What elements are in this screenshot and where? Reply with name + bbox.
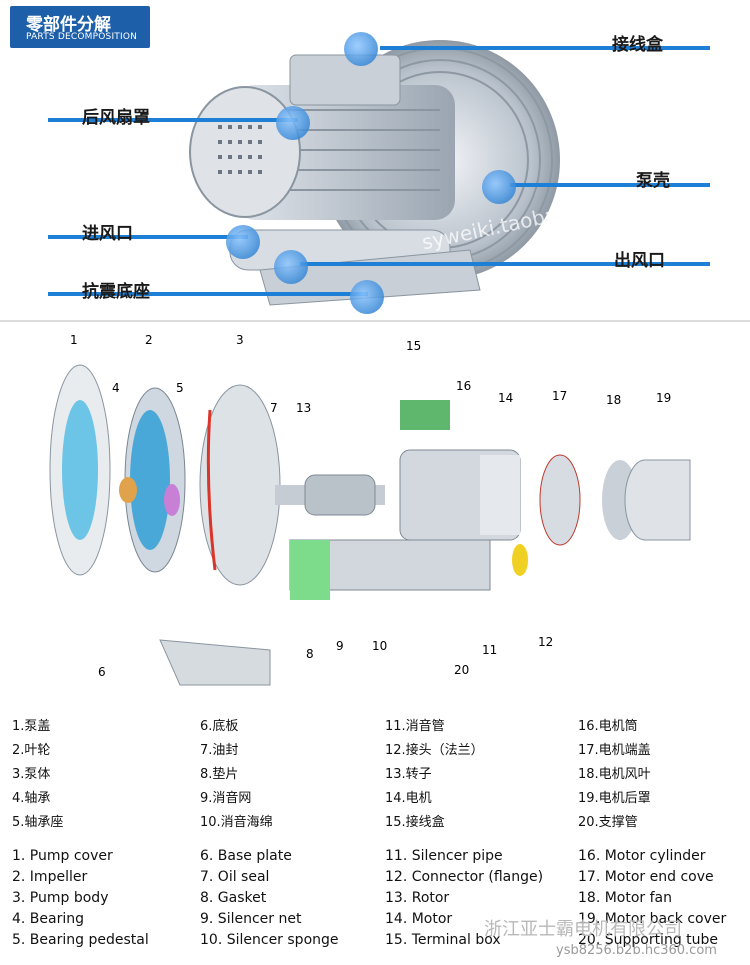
list-item: 8. Gasket [200, 890, 267, 906]
list-item: 7. Oil seal [200, 869, 270, 885]
callout-line-pump-housing [510, 183, 710, 187]
hero-product-image: 零部件分解 PARTS DECOMPOSITION 后风扇罩 进风口 抗震底座 … [0, 0, 750, 320]
list-item: 8.垫片 [200, 767, 239, 782]
list-item: 16.电机筒 [578, 719, 638, 734]
list-item: 3.泵体 [12, 767, 51, 782]
list-item: 16. Motor cylinder [578, 848, 706, 864]
callout-line-air-outlet [300, 262, 710, 266]
callout-line-rear-fan-cover [48, 118, 298, 122]
list-item: 18.电机风叶 [578, 767, 651, 782]
list-item: 4.轴承 [12, 791, 51, 806]
diagram-number: 8 [306, 647, 314, 661]
list-item: 18. Motor fan [578, 890, 673, 906]
list-item: 11. Silencer pipe [385, 848, 503, 864]
list-item: 6. Base plate [200, 848, 292, 864]
diagram-number: 15 [406, 339, 421, 353]
diagram-number: 14 [498, 391, 513, 405]
diagram-number: 19 [656, 391, 671, 405]
diagram-number: 17 [552, 389, 567, 403]
badge-title-cn: 零部件分解 [26, 15, 111, 35]
list-item: 17. Motor end cove [578, 869, 714, 885]
callout-dot [276, 106, 310, 140]
diagram-number: 4 [112, 381, 120, 395]
callout-dot [226, 225, 260, 259]
list-item: 14.电机 [385, 791, 432, 806]
list-item: 6.底板 [200, 719, 239, 734]
diagram-number: 6 [98, 665, 106, 679]
diagram-number: 5 [176, 381, 184, 395]
list-item: 4. Bearing [12, 911, 85, 927]
callout-junction-box: 接线盒 [612, 35, 663, 55]
list-item: 10. Silencer sponge [200, 932, 339, 948]
diagram-number: 12 [538, 635, 553, 649]
list-item: 19.电机后罩 [578, 791, 651, 806]
list-item: 19. Motor back cover [578, 911, 727, 927]
diagram-number: 18 [606, 393, 621, 407]
callout-dot [482, 170, 516, 204]
diagram-number: 3 [236, 333, 244, 347]
diagram-number: 2 [145, 333, 153, 347]
list-item: 10.消音海绵 [200, 815, 273, 830]
diagram-number: 11 [482, 643, 497, 657]
callout-shock-base: 抗震底座 [82, 282, 150, 302]
company-name: 浙江亚士霸电机有限公司 [484, 919, 682, 940]
list-item: 17.电机端盖 [578, 743, 651, 758]
callout-pump-housing: 泵壳 [636, 171, 670, 191]
callout-air-outlet: 出风口 [614, 251, 665, 271]
diagram-number-labels: 1 2 3 4 5 6 7 8 9 10 11 12 13 14 15 16 1… [70, 333, 671, 679]
list-item: 15.接线盒 [385, 815, 445, 830]
list-item: 2. Impeller [12, 869, 88, 885]
callout-air-inlet: 进风口 [82, 224, 133, 244]
footer-watermark: ysb8256.b2b.hc360.com [556, 943, 717, 958]
section-divider [0, 320, 750, 322]
callout-rear-fan-cover: 后风扇罩 [82, 108, 150, 128]
list-item: 20.支撑管 [578, 815, 638, 830]
list-item: 9. Silencer net [200, 911, 302, 927]
diagram-number: 20 [454, 663, 469, 677]
list-item: 14. Motor [385, 911, 453, 927]
list-item: 13.转子 [385, 767, 432, 782]
list-item: 1.泵盖 [12, 719, 51, 734]
list-item: 7.油封 [200, 743, 239, 758]
list-item: 20. Supporting tube [578, 932, 719, 948]
list-item: 15. Terminal box [385, 932, 501, 948]
callout-dot [350, 280, 384, 314]
list-item: 12. Connector (flange) [385, 869, 544, 885]
diagram-number: 1 [70, 333, 78, 347]
diagram-number: 13 [296, 401, 311, 415]
diagram-number: 10 [372, 639, 387, 653]
list-item: 11.消音管 [385, 719, 445, 734]
list-item: 3. Pump body [12, 890, 109, 906]
callout-line-shock-base [48, 292, 368, 296]
diagram-number: 16 [456, 379, 471, 393]
callout-line-air-inlet [48, 235, 248, 239]
list-item: 2.叶轮 [12, 743, 51, 758]
callout-dot [344, 32, 378, 66]
list-item: 1. Pump cover [12, 848, 113, 864]
exploded-diagram: 1 2 3 4 5 6 7 8 9 10 11 12 13 14 15 16 1… [49, 333, 691, 686]
list-item: 12.接头（法兰） [385, 743, 484, 758]
list-item: 9.消音网 [200, 791, 252, 806]
list-item: 5.轴承座 [12, 815, 64, 830]
callout-dot [274, 250, 308, 284]
diagram-number: 7 [270, 401, 278, 415]
list-item: 5. Bearing pedestal [12, 932, 149, 948]
section-badge: 零部件分解 PARTS DECOMPOSITION [10, 6, 150, 48]
diagram-number: 9 [336, 639, 344, 653]
badge-title-en: PARTS DECOMPOSITION [26, 32, 138, 42]
callout-line-junction-box [380, 46, 710, 50]
list-item: 13. Rotor [385, 890, 450, 906]
